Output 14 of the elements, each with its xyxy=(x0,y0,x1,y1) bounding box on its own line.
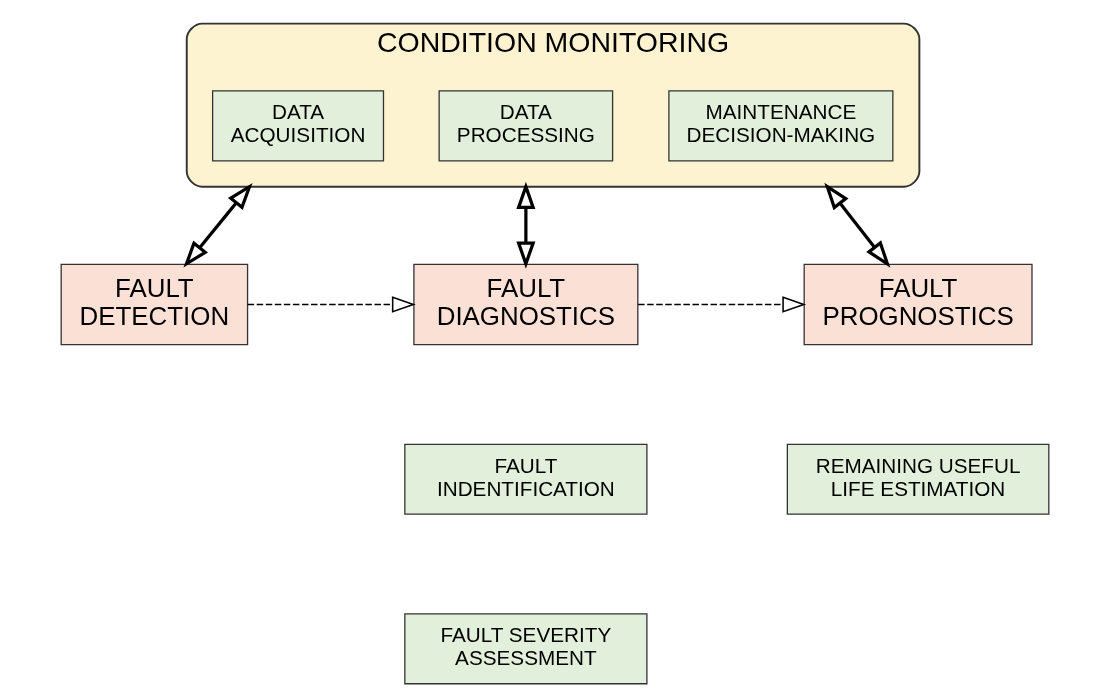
arrow xyxy=(824,182,891,268)
node-box: DATA PROCESSING xyxy=(438,90,614,162)
arrow xyxy=(516,181,536,269)
node-box: FAULT DIAGNOSTICS xyxy=(413,263,639,346)
arrow xyxy=(246,296,416,313)
node-box: MAINTENANCE DECISION-MAKING xyxy=(668,90,894,162)
arrow xyxy=(183,182,253,268)
node-box: FAULT SEVERITY ASSESSMENT xyxy=(404,613,648,685)
arrow xyxy=(637,296,807,313)
node-box: FAULT DETECTION xyxy=(60,263,249,346)
node-box: FAULT PROGNOSTICS xyxy=(803,263,1033,346)
node-box: REMAINING USEFUL LIFE ESTIMATION xyxy=(786,443,1050,515)
node-box: DATA ACQUISITION xyxy=(212,90,385,162)
node-box: FAULT INDENTIFICATION xyxy=(404,443,648,515)
